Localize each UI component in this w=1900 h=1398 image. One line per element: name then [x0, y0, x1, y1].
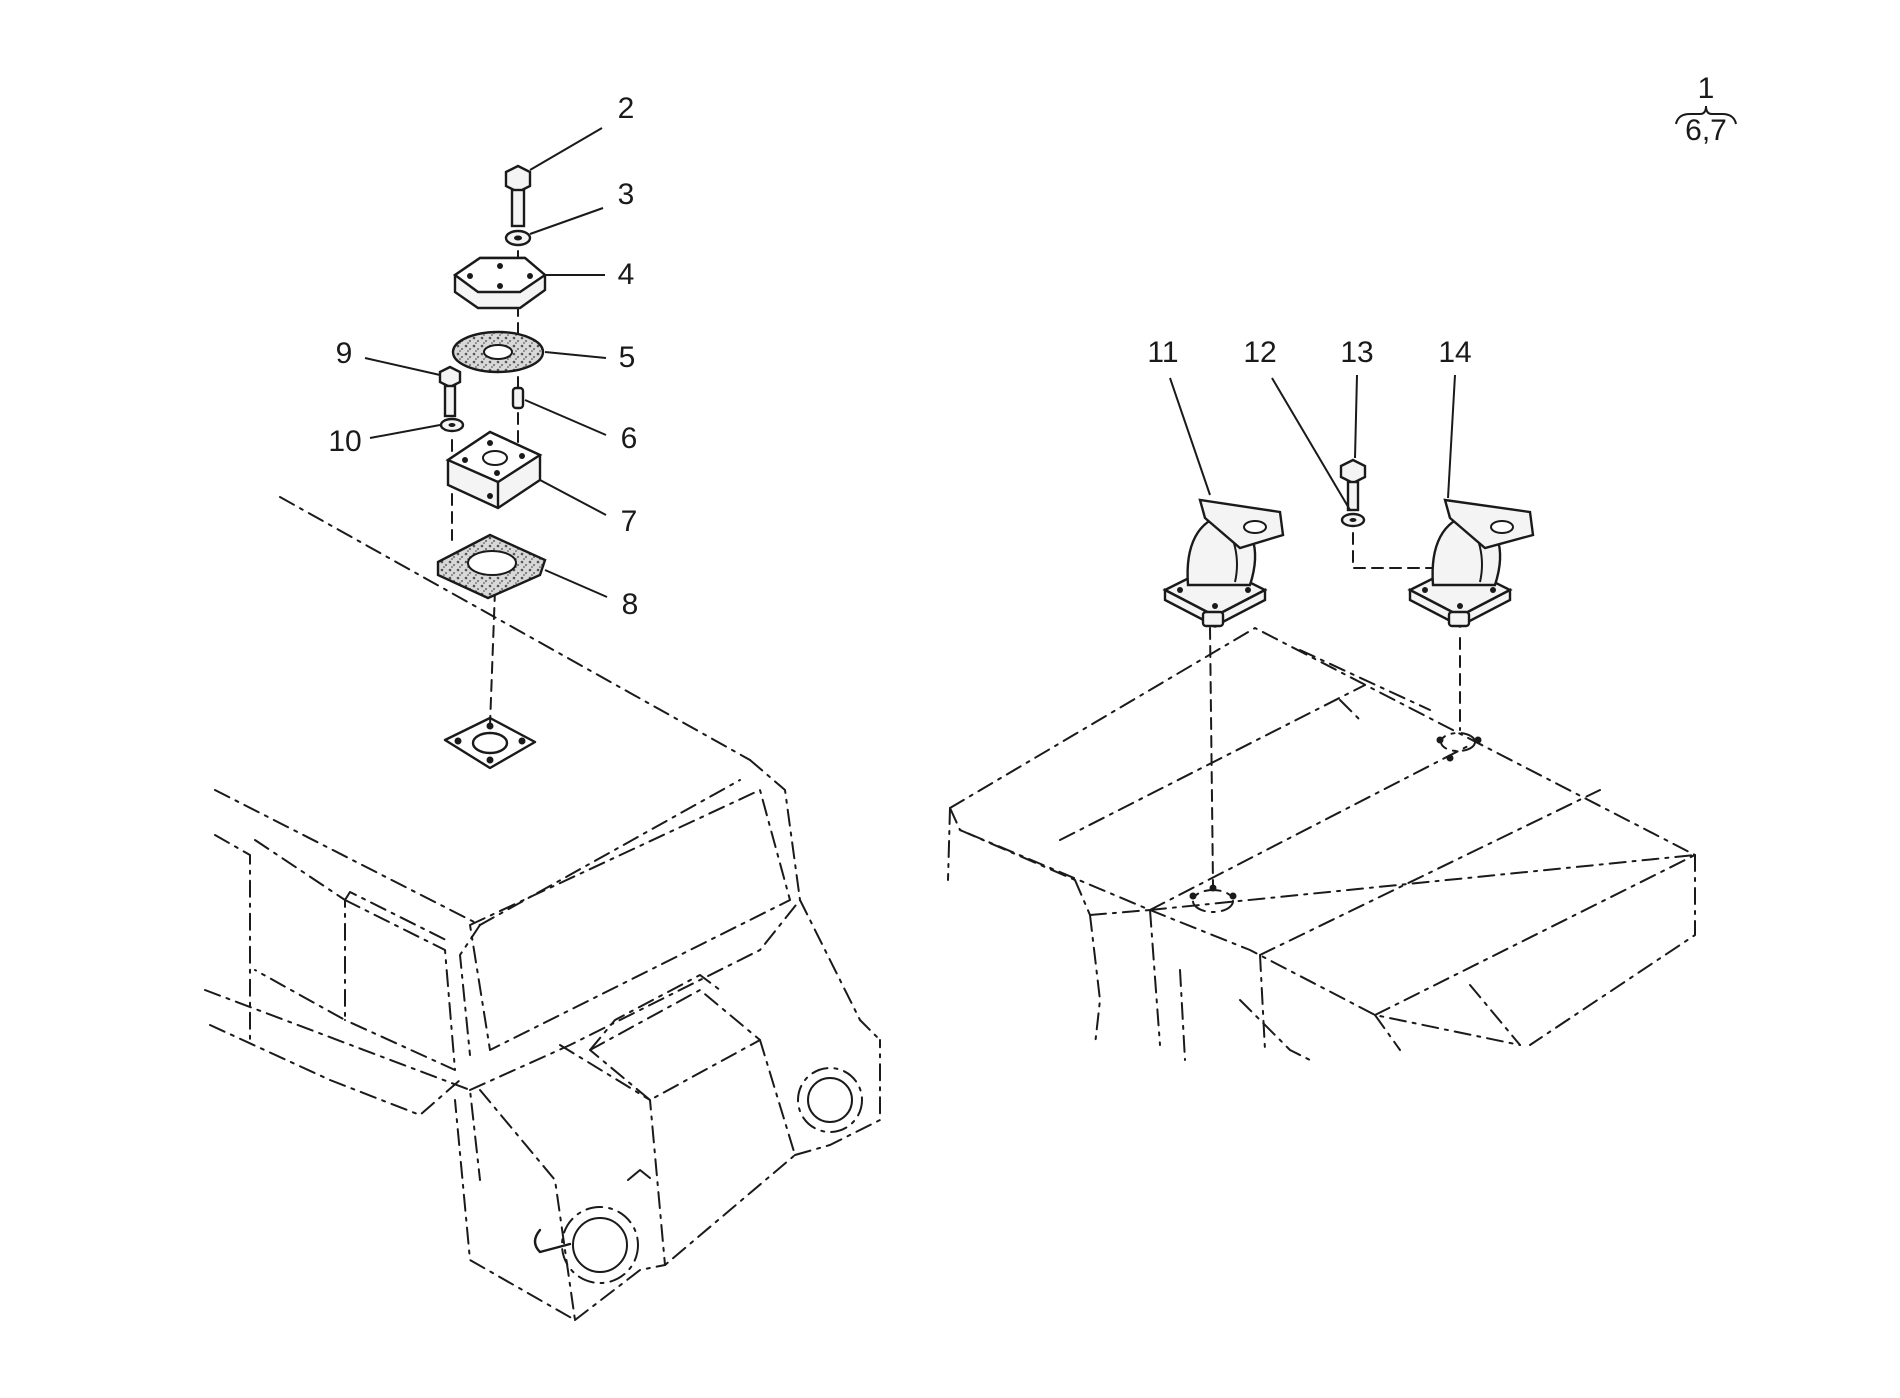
callout-11: 11 — [1147, 336, 1178, 369]
part-cap-plate — [452, 256, 547, 310]
leader-lines — [364, 127, 1456, 598]
callout-7: 7 — [621, 505, 638, 538]
callout-1: 1 — [1698, 72, 1715, 105]
part-eye-washer — [1340, 512, 1366, 528]
callout-4: 4 — [618, 258, 635, 291]
callout-2: 2 — [618, 92, 635, 125]
callout-14: 14 — [1438, 336, 1471, 369]
part-bolt — [504, 164, 532, 228]
part-lifting-eye-right — [1407, 498, 1535, 628]
callout-labels: 1 6,7 2 3 4 5 6 7 8 9 10 11 12 13 14 — [328, 72, 1737, 621]
part-eye-bolt — [1339, 458, 1367, 512]
callout-13: 13 — [1340, 336, 1373, 369]
callout-6: 6 — [621, 422, 638, 455]
callout-1-sub: 6,7 — [1685, 114, 1727, 147]
left-vehicle-outline — [204, 496, 881, 1321]
part-pin — [511, 386, 525, 410]
part-base-block — [445, 430, 543, 510]
callout-12: 12 — [1243, 336, 1276, 369]
right-assembly-centerlines — [1209, 532, 1461, 886]
part-rubber-disc — [451, 330, 545, 374]
part-lifting-eye-left — [1162, 498, 1285, 628]
callout-9: 9 — [336, 337, 353, 370]
callout-5: 5 — [619, 341, 636, 374]
part-side-washer — [439, 417, 465, 433]
right-vehicle-outline — [947, 627, 1696, 1061]
callout-3: 3 — [618, 178, 635, 211]
part-washer — [504, 229, 532, 247]
part-gasket — [436, 533, 547, 600]
callout-1-brace — [1675, 105, 1737, 125]
part-side-bolt — [438, 365, 462, 418]
callout-10: 10 — [328, 425, 361, 458]
callout-8: 8 — [622, 588, 639, 621]
